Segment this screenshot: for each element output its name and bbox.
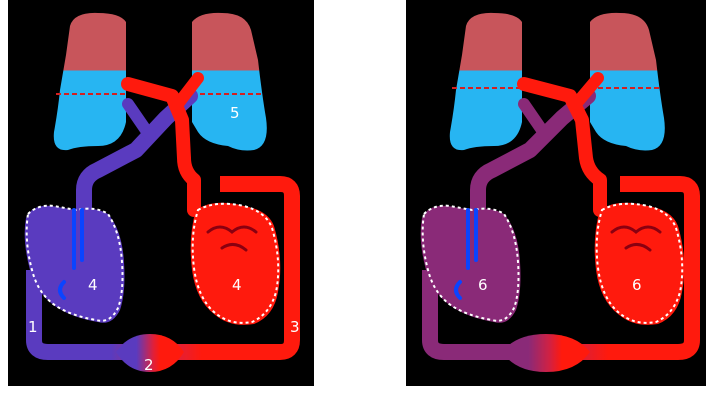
left-diagram-svg: 1 2 3 4 4 5 (8, 0, 314, 386)
panel-background (406, 0, 706, 386)
label-vessel-3: 3 (290, 318, 300, 336)
label-arterial-heart: 6 (632, 276, 642, 294)
label-venous-heart: 4 (88, 276, 98, 294)
label-venous-heart: 6 (478, 276, 488, 294)
left-diagram-panel: 1 2 3 4 4 5 (8, 0, 314, 386)
label-arterial-heart: 4 (232, 276, 242, 294)
right-diagram-panel: 6 6 (406, 0, 706, 386)
panel-background (8, 0, 314, 386)
label-pouch-2: 2 (144, 356, 154, 374)
label-lung: 5 (230, 104, 240, 122)
label-vessel-1: 1 (28, 318, 38, 336)
right-diagram-svg: 6 6 (406, 0, 706, 386)
